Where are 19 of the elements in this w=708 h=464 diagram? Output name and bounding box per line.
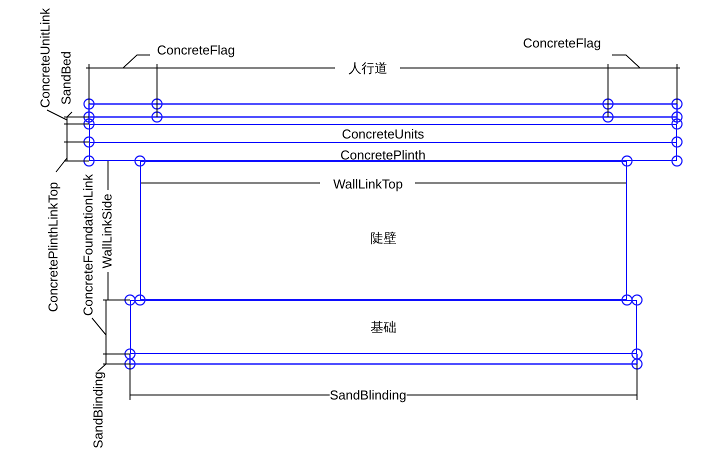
- dimension-label: ConcreteFlag: [522, 36, 602, 50]
- layer-label: 基础: [370, 320, 396, 334]
- foundation-block: [130, 300, 637, 354]
- dimension-label: SandBlinding: [330, 388, 406, 402]
- dimension-label: SandBlinding: [92, 372, 104, 448]
- layer-label: ConcretePlinth: [340, 148, 426, 162]
- dimension-label: 人行道: [348, 62, 388, 74]
- dimension-label: ConcreteUnitLink: [38, 8, 52, 108]
- concrete-units-band: [89, 124, 677, 143]
- dimension-label: ConcreteFoundationLink: [82, 174, 94, 316]
- dimension-label: ConcreteFlag: [156, 44, 236, 56]
- wall-block: [140, 161, 627, 300]
- concrete-plinth-band: [89, 142, 677, 161]
- layer-label: ConcreteUnits: [342, 128, 424, 140]
- dimension-label: ConcretePlinthLinkTop: [46, 182, 60, 312]
- dimension-label: SandBed: [60, 51, 72, 105]
- dimension-label: WallLinkSide: [100, 194, 114, 268]
- dimension-label: WallLinkTop: [333, 178, 403, 190]
- layer-label: 陡壁: [370, 232, 396, 244]
